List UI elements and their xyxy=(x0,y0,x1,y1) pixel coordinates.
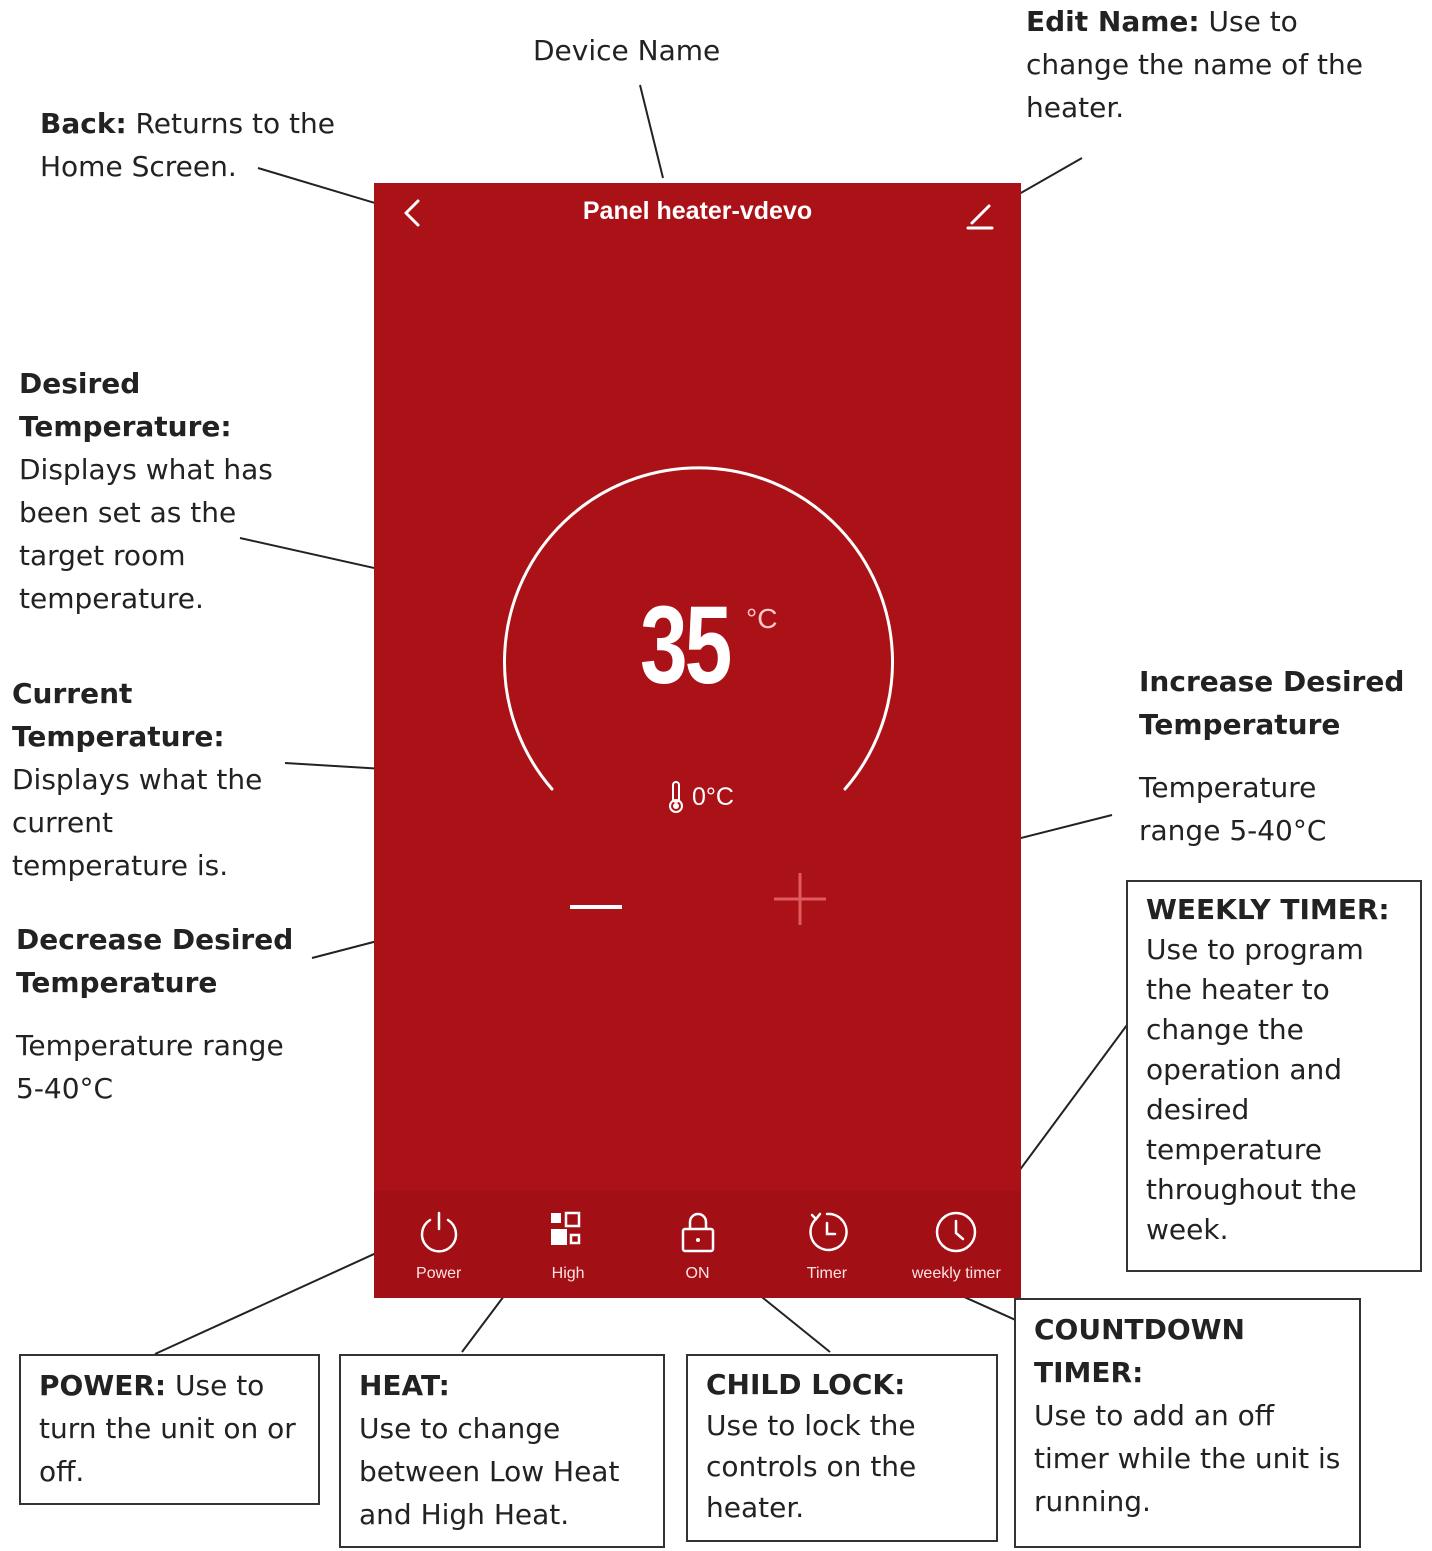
power-label: Power xyxy=(416,1265,462,1282)
edit-name-button[interactable] xyxy=(962,197,998,233)
current-temperature-value: 0°C xyxy=(692,782,734,811)
countdown-timer-callout: COUNTDOWN TIMER: Use to add an off timer… xyxy=(1014,1298,1361,1548)
pencil-icon xyxy=(966,204,994,230)
leader-power xyxy=(154,1243,397,1355)
child-lock-callout: CHILD LOCK: Use to lock the controls on … xyxy=(686,1354,998,1542)
heater-app-screen: Panel heater-vdevo 35 °C 0°C xyxy=(374,183,1021,1298)
power-button[interactable]: Power xyxy=(374,1191,503,1298)
weekly-timer-button[interactable]: weekly timer xyxy=(892,1191,1021,1298)
child-lock-button[interactable]: ON xyxy=(633,1191,762,1298)
heat-callout: HEAT: Use to change between Low Heat and… xyxy=(339,1354,665,1548)
device-name-annotation: Device Name xyxy=(533,34,721,67)
desired-temperature-unit: °C xyxy=(746,603,778,634)
clock-icon xyxy=(936,1211,977,1253)
child-lock-label: ON xyxy=(685,1265,710,1282)
current-temperature: 0°C xyxy=(666,780,734,814)
weekly-timer-callout: WEEKLY TIMER: Use to program the heater … xyxy=(1126,880,1422,1272)
countdown-timer-label: Timer xyxy=(806,1265,848,1282)
back-button[interactable] xyxy=(396,193,432,233)
desired-temperature-value: 35 xyxy=(640,584,732,707)
thermometer-icon xyxy=(669,781,683,813)
current-temperature-annotation: Current Temperature: Displays what the c… xyxy=(12,677,263,882)
heat-mode-button[interactable]: High xyxy=(503,1191,632,1298)
back-annotation-title: Back: xyxy=(40,107,127,140)
minus-icon xyxy=(570,905,622,909)
bottom-toolbar: Power High ON Timer xyxy=(374,1191,1021,1298)
device-name-title: Panel heater-vdevo xyxy=(582,197,813,225)
weekly-timer-label: weekly timer xyxy=(911,1265,1001,1282)
countdown-timer-button[interactable]: Timer xyxy=(762,1191,891,1298)
increase-temperature-button[interactable] xyxy=(774,873,826,925)
chevron-left-icon xyxy=(404,199,420,227)
desired-temperature-annotation: Desired Temperature: Displays what has b… xyxy=(19,367,273,615)
edit-name-annotation: Edit Name: Use to change the name of the… xyxy=(1026,5,1363,124)
power-icon xyxy=(420,1211,457,1253)
decrease-temperature-annotation: Decrease Desired Temperature Temperature… xyxy=(16,923,294,1105)
leader-device-name xyxy=(639,84,664,179)
increase-temperature-annotation: Increase Desired Temperature Temperature… xyxy=(1139,665,1405,847)
temperature-dial-arc xyxy=(503,466,894,791)
heat-mode-label: High xyxy=(551,1265,585,1282)
heat-mode-icon xyxy=(551,1211,581,1245)
lock-icon xyxy=(681,1212,714,1253)
back-annotation: Back: Returns to the Home Screen. xyxy=(40,107,335,183)
decrease-temperature-button[interactable] xyxy=(570,896,622,909)
plus-icon xyxy=(774,873,826,925)
countdown-timer-icon xyxy=(809,1212,848,1252)
power-callout: POWER: Use to turn the unit on or off. xyxy=(19,1354,320,1505)
